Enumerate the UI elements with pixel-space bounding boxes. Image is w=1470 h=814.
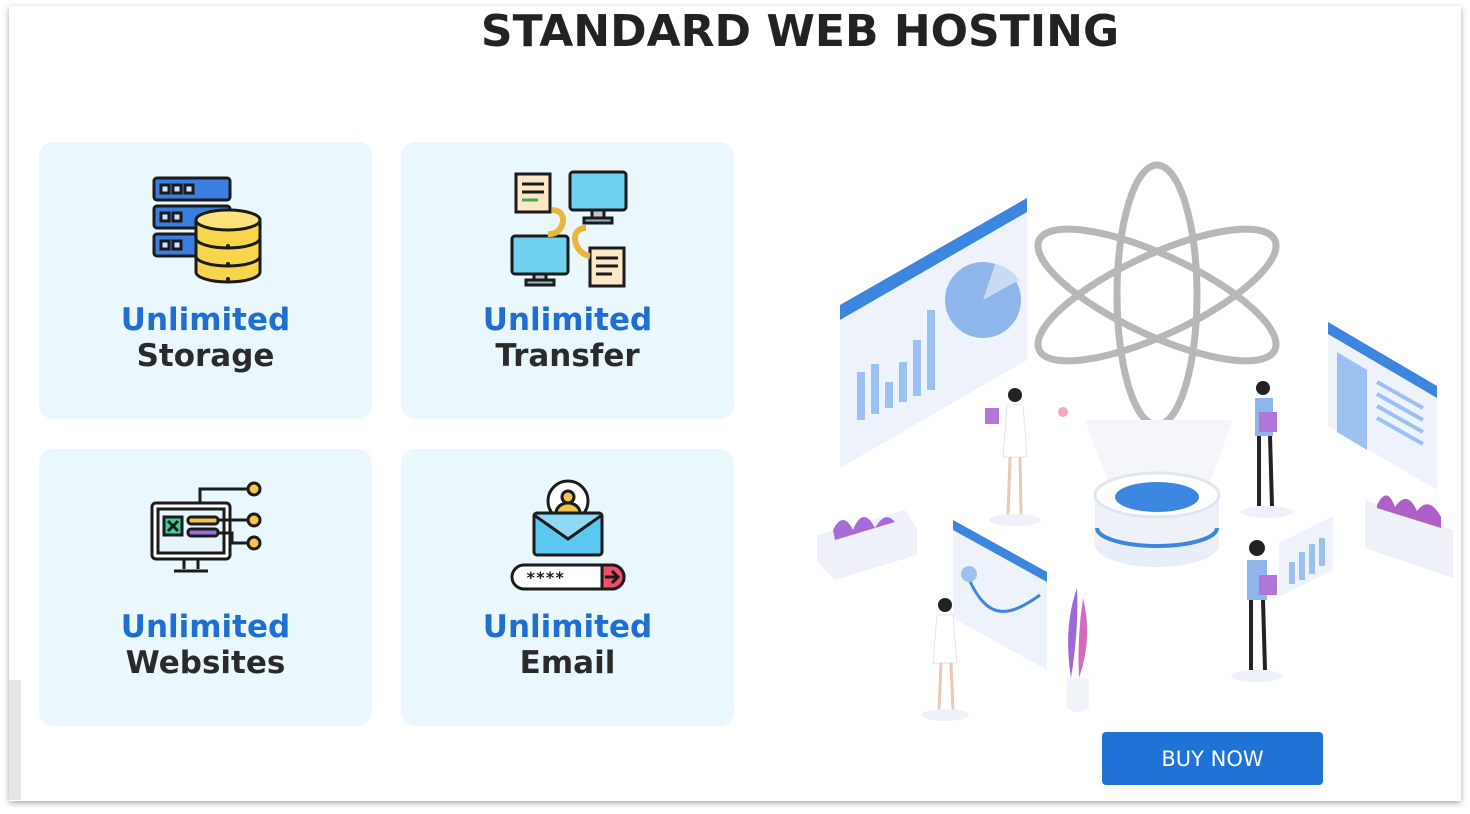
server-database-icon (152, 176, 261, 284)
feature-title-accent: Unlimited (482, 302, 653, 338)
planter-right-graphic (1365, 495, 1453, 578)
dashboard-panel-graphic (840, 198, 1027, 468)
website-network-icon (150, 481, 261, 573)
feature-card-websites: Unlimited Websites (39, 449, 372, 726)
person-figure (1241, 381, 1293, 518)
feature-card-transfer: Unlimited Transfer (401, 142, 734, 419)
scrollbar-edge (9, 680, 21, 800)
graph-panel-graphic (953, 520, 1047, 670)
document-panel-graphic (1328, 322, 1437, 490)
hosting-illustration (817, 161, 1453, 721)
page-title: STANDARD WEB HOSTING (480, 6, 1120, 57)
feature-title: Websites (125, 645, 286, 681)
data-transfer-icon (510, 170, 627, 288)
plant-vase-graphic (1067, 588, 1089, 712)
person-figure (985, 388, 1041, 526)
svg-text:****: **** (526, 568, 565, 587)
feature-title-accent: Unlimited (120, 609, 291, 645)
feature-title-accent: Unlimited (120, 302, 291, 338)
feature-title: Email (519, 645, 616, 681)
feature-card-storage: Unlimited Storage (39, 142, 372, 419)
server-base-graphic (1093, 471, 1221, 567)
feature-card-email: **** Unlimited Email (401, 449, 734, 726)
feature-title: Transfer (495, 338, 640, 374)
buy-now-button[interactable]: BUY NOW (1102, 732, 1323, 785)
atom-graphic (1034, 161, 1280, 429)
planter-left-graphic (817, 510, 917, 580)
bar-panel-graphic (1279, 516, 1333, 597)
person-figure (921, 598, 969, 721)
email-password-icon: **** (510, 479, 625, 591)
feature-title: Storage (136, 338, 275, 374)
feature-title-accent: Unlimited (482, 609, 653, 645)
person-figure (1231, 540, 1283, 682)
